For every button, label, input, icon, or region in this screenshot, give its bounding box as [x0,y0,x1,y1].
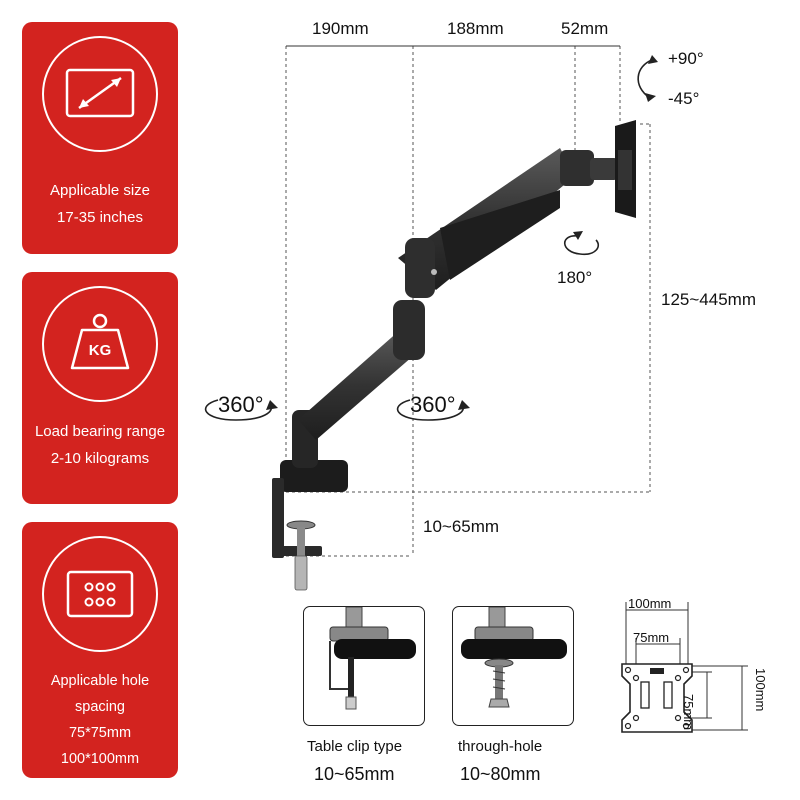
mount-clip-range: 10~65mm [314,764,395,784]
arm-rotation-label: 360° [410,392,456,417]
vesa-inner-height: 75mm [681,694,696,731]
feature-text-size: Applicable size 17-35 inches [22,177,178,231]
through-hole-mount-illustration [461,606,567,708]
vesa-head [615,120,636,218]
mount-clip-type: Table clip type [307,738,403,755]
kg-label: KG [89,342,112,359]
feature-card-size: Applicable size 17-35 inches [22,22,178,254]
diagonal-size-icon [42,36,158,152]
feature-card-load: KG Load bearing range 2-10 kilograms [22,272,178,504]
vesa-outer-height: 100mm [753,668,768,712]
feature-line: Applicable hole [50,673,150,689]
feature-line: 2-10 kilograms [50,450,150,467]
upper-arm [398,148,618,298]
tilt-down-label: -45° [668,89,700,108]
feature-line: 100*100mm [60,751,140,767]
feature-line: Load bearing range [34,423,166,440]
dimension-height-range: 125~445mm [661,290,756,309]
lower-arm [292,300,425,468]
vesa-plate-diagram [621,602,748,733]
vesa-inner-width: 75mm [633,630,670,645]
dimension-width-1: 190mm [312,19,369,38]
desk-clamp [272,460,348,591]
kg-weight-icon: KG [42,286,158,402]
feature-text-hole: Applicable hole spacing 75*75mm 100*100m… [22,668,178,772]
feature-line: Applicable size [49,182,151,199]
rotation-arrows [204,55,658,421]
base-rotation-label: 360° [218,392,264,417]
dimension-width-3: 52mm [561,19,609,38]
mount-clip-frame [303,606,425,726]
swivel-label: 180° [557,268,593,287]
feature-line: spacing [75,699,125,715]
clip-mount-illustration [329,606,416,710]
mount-through-hole-frame [452,606,574,726]
tilt-up-label: +90° [668,49,704,68]
vesa-outer-width: 100mm [628,596,672,611]
dimension-clamp-range: 10~65mm [423,517,500,536]
dimension-width-2: 188mm [447,19,504,38]
feature-line: 75*75mm [68,725,132,741]
mount-through-hole-range: 10~80mm [460,764,541,784]
feature-line: 17-35 inches [57,209,143,226]
mount-through-hole-type: through-hole [458,738,543,755]
hole-pattern-icon [42,536,158,652]
feature-text-load: Load bearing range 2-10 kilograms [22,418,178,472]
feature-card-hole: Applicable hole spacing 75*75mm 100*100m… [22,522,178,778]
